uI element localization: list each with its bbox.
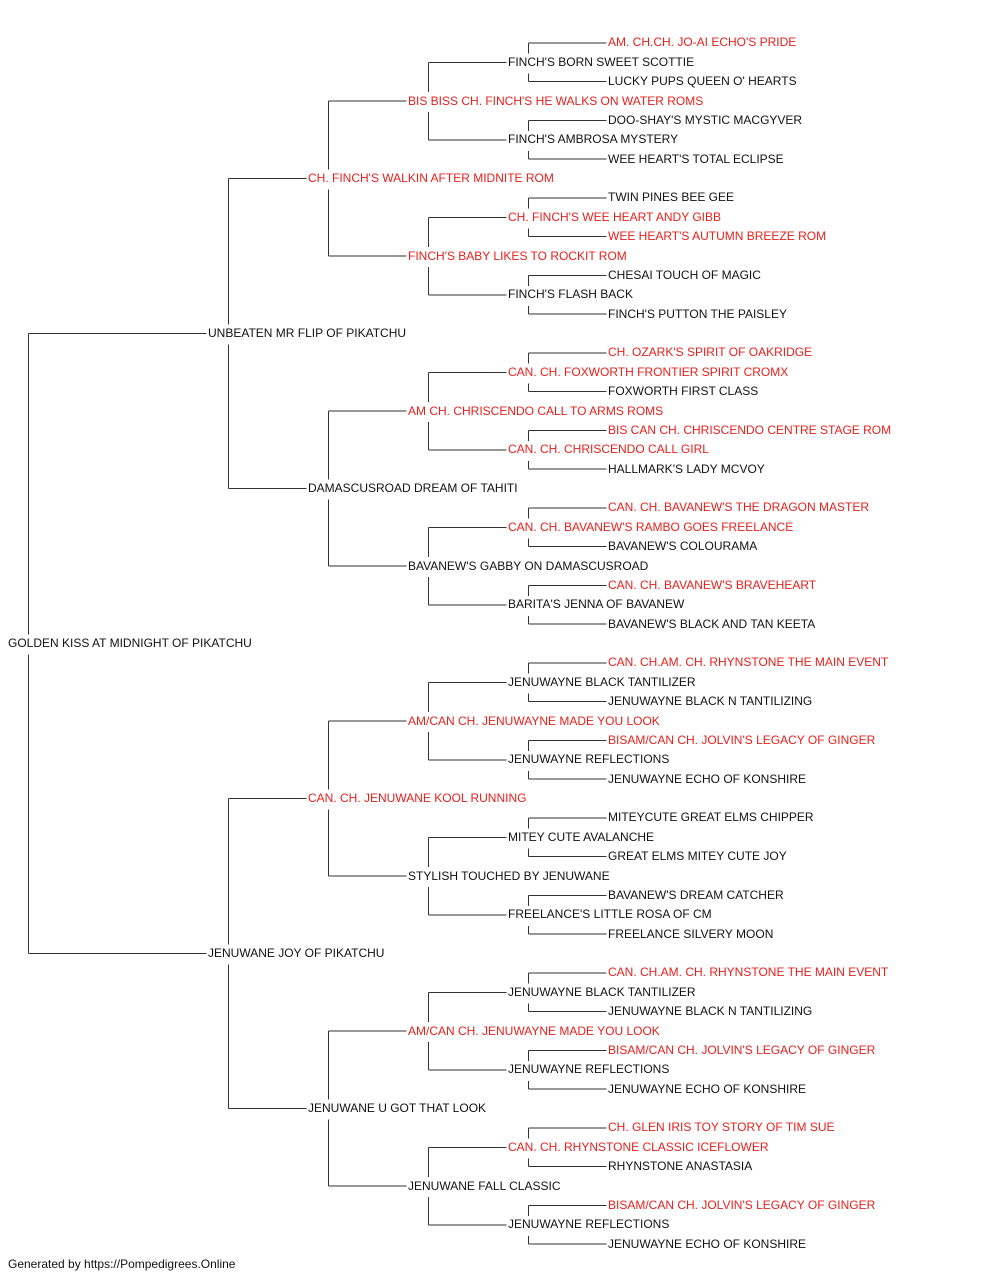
- ancestor-name: BAVANEW'S DREAM CATCHER: [608, 887, 784, 902]
- ancestor-name: AM/CAN CH. JENUWAYNE MADE YOU LOOK: [408, 1023, 660, 1038]
- footer-credit: Generated by https://Pompedigrees.Online: [8, 1257, 236, 1271]
- ancestor-name: CAN. CH. BAVANEW'S THE DRAGON MASTER: [608, 500, 869, 515]
- ancestor-name: AM. CH.CH. JO-AI ECHO'S PRIDE: [608, 35, 797, 50]
- ancestor-name: GREAT ELMS MITEY CUTE JOY: [608, 849, 787, 864]
- subject-name: GOLDEN KISS AT MIDNIGHT OF PIKATCHU: [8, 636, 252, 650]
- ancestor-name: CHESAI TOUCH OF MAGIC: [608, 267, 761, 282]
- ancestor-name: CH. FINCH'S WALKIN AFTER MIDNITE ROM: [308, 171, 554, 185]
- ancestor-name: JENUWAYNE ECHO OF KONSHIRE: [608, 1236, 807, 1251]
- ancestor-name: WEE HEART'S TOTAL ECLIPSE: [608, 151, 784, 166]
- ancestor-name: CAN. CH. BAVANEW'S BRAVEHEART: [608, 577, 817, 592]
- ancestor-name: BISAM/CAN CH. JOLVIN'S LEGACY OF GINGER: [608, 1042, 876, 1057]
- ancestor-name: JENUWAYNE BLACK TANTILIZER: [508, 984, 696, 999]
- ancestor-name: CAN. CH. BAVANEW'S RAMBO GOES FREELANCE: [508, 519, 794, 534]
- ancestor-name: FINCH'S BABY LIKES TO ROCKIT ROM: [408, 248, 627, 263]
- ancestor-name: JENUWAYNE REFLECTIONS: [508, 1062, 670, 1077]
- ancestor-name: JENUWAYNE BLACK TANTILIZER: [508, 674, 696, 689]
- ancestor-name: WEE HEART'S AUTUMN BREEZE ROM: [608, 229, 827, 244]
- ancestor-name: DAMASCUSROAD DREAM OF TAHITI: [308, 481, 518, 495]
- ancestor-name: TWIN PINES BEE GEE: [608, 190, 735, 205]
- ancestor-name: BISAM/CAN CH. JOLVIN'S LEGACY OF GINGER: [608, 732, 876, 747]
- ancestor-name: CAN. CH. FOXWORTH FRONTIER SPIRIT CROMX: [508, 364, 789, 379]
- ancestor-name: JENUWAYNE BLACK N TANTILIZING: [608, 1004, 813, 1019]
- ancestor-name: CAN. CH.AM. CH. RHYNSTONE THE MAIN EVENT: [608, 965, 889, 980]
- ancestor-name: MITEYCUTE GREAT ELMS CHIPPER: [608, 810, 814, 825]
- ancestor-name: MITEY CUTE AVALANCHE: [508, 829, 655, 844]
- ancestor-name: RHYNSTONE ANASTASIA: [608, 1159, 753, 1174]
- ancestor-name: BARITA'S JENNA OF BAVANEW: [508, 597, 685, 612]
- ancestor-name: BIS CAN CH. CHRISCENDO CENTRE STAGE ROM: [608, 422, 892, 437]
- ancestor-name: BAVANEW'S BLACK AND TAN KEETA: [608, 616, 816, 631]
- ancestor-name: CAN. CH.AM. CH. RHYNSTONE THE MAIN EVENT: [608, 655, 889, 670]
- ancestor-name: UNBEATEN MR FLIP OF PIKATCHU: [208, 326, 407, 340]
- ancestor-name: AM CH. CHRISCENDO CALL TO ARMS ROMS: [408, 403, 664, 418]
- ancestor-name: FINCH'S PUTTON THE PAISLEY: [608, 306, 787, 321]
- ancestor-name: BAVANEW'S COLOURAMA: [608, 539, 758, 554]
- ancestor-name: AM/CAN CH. JENUWAYNE MADE YOU LOOK: [408, 713, 660, 728]
- ancestor-name: FREELANCE SILVERY MOON: [608, 926, 774, 941]
- ancestor-name: FINCH'S AMBROSA MYSTERY: [508, 132, 679, 147]
- ancestor-name: DOO-SHAY'S MYSTIC MACGYVER: [608, 112, 803, 127]
- ancestor-name: CH. GLEN IRIS TOY STORY OF TIM SUE: [608, 1120, 835, 1135]
- ancestor-name: JENUWANE JOY OF PIKATCHU: [208, 946, 385, 960]
- ancestor-name: STYLISH TOUCHED BY JENUWANE: [408, 868, 610, 883]
- ancestor-name: LUCKY PUPS QUEEN O' HEARTS: [608, 74, 797, 89]
- ancestor-name: JENUWAYNE REFLECTIONS: [508, 1217, 670, 1232]
- ancestor-name: BIS BISS CH. FINCH'S HE WALKS ON WATER R…: [408, 93, 704, 108]
- ancestor-name: BISAM/CAN CH. JOLVIN'S LEGACY OF GINGER: [608, 1197, 876, 1212]
- ancestor-name: BAVANEW'S GABBY ON DAMASCUSROAD: [408, 558, 649, 573]
- ancestor-name: CH. OZARK'S SPIRIT OF OAKRIDGE: [608, 345, 813, 360]
- ancestor-name: CAN. CH. JENUWANE KOOL RUNNING: [308, 791, 527, 805]
- ancestor-name: FINCH'S BORN SWEET SCOTTIE: [508, 54, 695, 69]
- ancestor-name: JENUWAYNE BLACK N TANTILIZING: [608, 694, 813, 709]
- ancestor-name: JENUWANE FALL CLASSIC: [408, 1178, 561, 1193]
- ancestor-name: JENUWAYNE ECHO OF KONSHIRE: [608, 771, 807, 786]
- ancestor-name: JENUWANE U GOT THAT LOOK: [308, 1101, 487, 1115]
- ancestor-name: FOXWORTH FIRST CLASS: [608, 384, 759, 399]
- ancestor-name: HALLMARK'S LADY MCVOY: [608, 461, 765, 476]
- ancestor-name: JENUWAYNE ECHO OF KONSHIRE: [608, 1081, 807, 1096]
- ancestor-name: CAN. CH. RHYNSTONE CLASSIC ICEFLOWER: [508, 1139, 769, 1154]
- ancestor-name: FINCH'S FLASH BACK: [508, 287, 633, 302]
- ancestor-name: CH. FINCH'S WEE HEART ANDY GIBB: [508, 209, 721, 224]
- ancestor-name: CAN. CH. CHRISCENDO CALL GIRL: [508, 442, 709, 457]
- ancestor-name: FREELANCE'S LITTLE ROSA OF CM: [508, 907, 712, 922]
- ancestor-name: JENUWAYNE REFLECTIONS: [508, 752, 670, 767]
